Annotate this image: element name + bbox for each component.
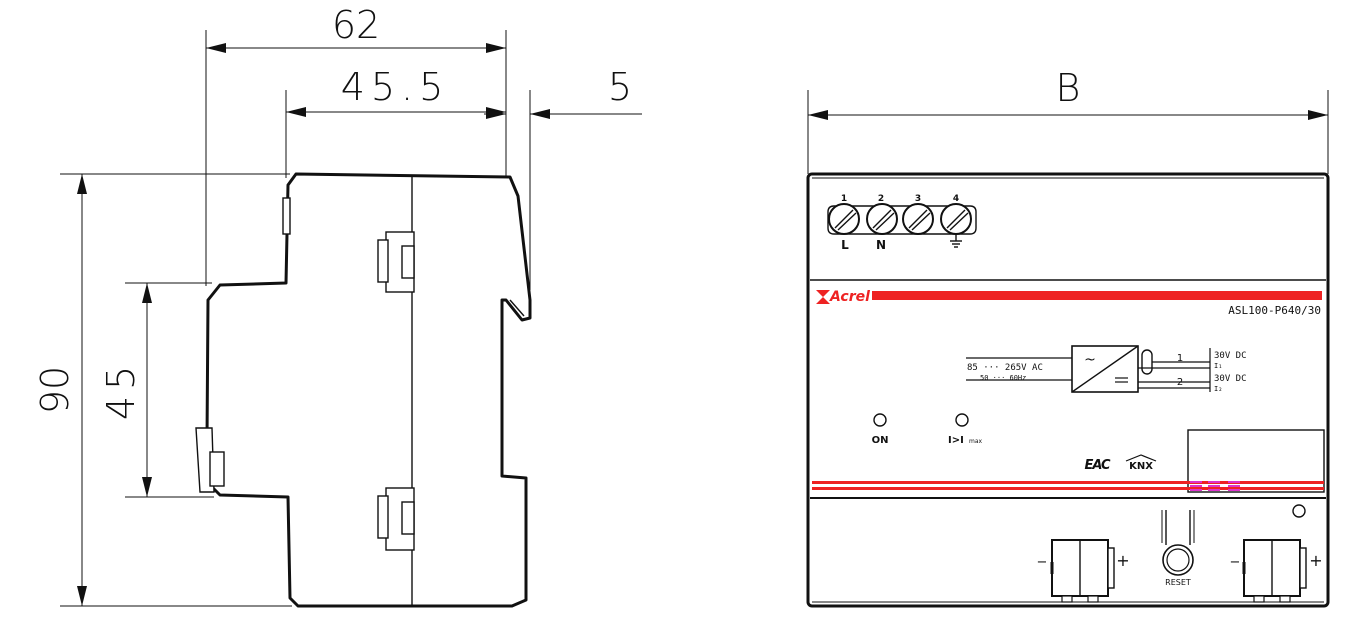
terminal-left-minus: −: [1037, 555, 1048, 570]
knx-icon: [1125, 454, 1157, 462]
brand-band: Acrel ASL100-P640/30: [816, 289, 1322, 317]
bottom-red-band-1: [812, 481, 1324, 484]
side-clip-inner: [509, 299, 525, 317]
ground-icon: [950, 234, 962, 248]
dim-62-label: 62: [332, 3, 380, 47]
led-on: ON: [872, 413, 889, 446]
dc-symbol-icon: [1115, 377, 1128, 383]
front-extension-lines: [807, 90, 1329, 174]
acrel-logo-icon: [816, 290, 830, 304]
dim-45-5-label: 45.5: [341, 65, 450, 109]
side-upper-latch: [282, 197, 291, 235]
output-1-number: 1: [1177, 353, 1183, 364]
terminal-label-n: N: [876, 238, 886, 252]
led-overcurrent: I>I max: [948, 413, 983, 446]
magenta-markers: [1190, 481, 1240, 491]
knx-label: KNX: [1129, 461, 1153, 472]
dim-45-label: 45: [99, 360, 143, 420]
terminal-right-plus: +: [1309, 551, 1322, 570]
model-number: ASL100-P640/30: [1228, 304, 1321, 317]
input-frequency: 50 ··· 60Hz: [980, 374, 1026, 382]
terminal-number-4: 4: [953, 194, 959, 204]
side-lower-clip: [377, 487, 415, 551]
input-terminal-block: 1 2 3 4 L N: [827, 194, 977, 252]
screw-hole-icon: [1292, 504, 1306, 518]
brand-name: Acrel: [829, 289, 870, 305]
terminal-number-3: 3: [915, 194, 921, 204]
dim-b-label: B: [1056, 66, 1081, 110]
reset-icon: [1165, 510, 1191, 545]
front-view: B: [806, 66, 1330, 608]
reset-label: RESET: [1165, 578, 1191, 587]
led-on-label: ON: [872, 435, 889, 446]
output-terminal-left[interactable]: − +: [1037, 539, 1130, 603]
side-dimension-lines: [77, 43, 642, 606]
output-2-current: I₂: [1214, 385, 1222, 393]
output-filter: [1141, 349, 1153, 375]
ac-symbol-icon: ~: [1084, 352, 1096, 368]
led-overcurrent-label: I>I: [948, 435, 964, 446]
eac-mark: EAC: [1084, 458, 1111, 473]
dim-90-label: 90: [33, 366, 77, 414]
output-1-current: I₁: [1214, 362, 1222, 370]
led-overcurrent-icon: [955, 413, 969, 427]
knx-mark: KNX: [1125, 454, 1157, 472]
side-rail-lever: [195, 427, 225, 493]
side-view: 62 45.5 5 90 45: [33, 3, 642, 608]
terminal-screw-2: [866, 203, 898, 235]
terminal-left-plus: +: [1116, 551, 1129, 570]
led-overcurrent-sub: max: [969, 438, 983, 445]
led-on-icon: [873, 413, 887, 427]
terminal-screw-3: [902, 203, 934, 235]
dim-5-label: 5: [608, 65, 632, 109]
reset-button[interactable]: RESET: [1161, 510, 1195, 587]
terminal-number-1: 1: [841, 194, 847, 204]
output-1-voltage: 30V DC: [1214, 351, 1247, 361]
output-2-voltage: 30V DC: [1214, 374, 1247, 384]
bottom-red-band-2: [812, 487, 1324, 490]
terminal-screw-1: [828, 203, 860, 235]
side-upper-clip: [377, 231, 415, 293]
side-extension-lines: [60, 30, 531, 607]
input-voltage: 85 ··· 265V AC: [967, 363, 1043, 373]
terminal-label-l: L: [841, 238, 849, 252]
terminal-screw-4: [940, 203, 972, 235]
psu-schematic: 85 ··· 265V AC 50 ··· 60Hz ~ 1 2 30V DC …: [966, 345, 1247, 393]
terminal-number-2: 2: [878, 194, 884, 204]
side-body-outline: [205, 172, 532, 608]
output-terminal-right[interactable]: − +: [1230, 539, 1323, 603]
brand-red-bar: [872, 291, 1322, 300]
output-2-number: 2: [1177, 377, 1183, 388]
terminal-right-minus: −: [1230, 555, 1241, 570]
